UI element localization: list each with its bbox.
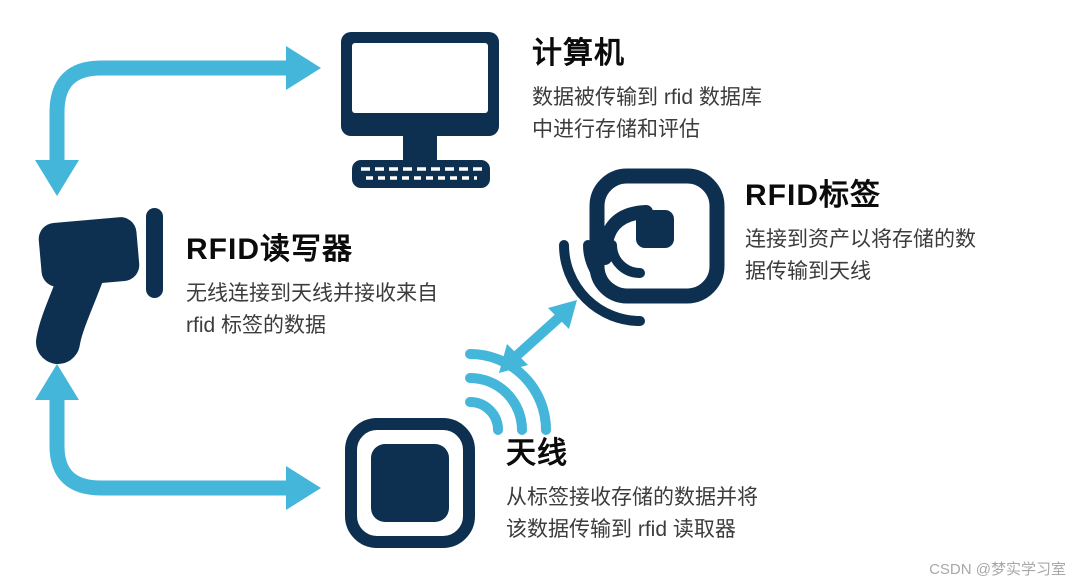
tag-title: RFID标签	[745, 179, 881, 212]
arrow-tag-antenna	[499, 300, 577, 373]
tag-label-group: RFID标签 连接到资产以将存储的数 据传输到天线	[745, 170, 976, 287]
watermark: CSDN @梦实学习室	[929, 561, 1066, 578]
arrow-reader-computer	[35, 46, 321, 196]
rfid-tag-icon	[589, 168, 725, 304]
antenna-title: 天线	[506, 437, 568, 470]
wifi-waves-tag-icon	[559, 240, 645, 326]
wifi-waves-antenna-icon	[465, 349, 551, 435]
reader-desc: 无线连接到天线并接收来自 rfid 标签的数据	[186, 282, 438, 337]
computer-label-group: 计算机 数据被传输到 rfid 数据库 中进行存储和评估	[532, 28, 762, 145]
computer-desc: 数据被传输到 rfid 数据库 中进行存储和评估	[532, 86, 762, 141]
antenna-desc: 从标签接收存储的数据并将 该数据传输到 rfid 读取器	[506, 486, 758, 541]
computer-title: 计算机	[532, 37, 625, 70]
rfid-reader-icon	[36, 208, 163, 364]
computer-monitor-icon	[341, 32, 499, 188]
tag-desc: 连接到资产以将存储的数 据传输到天线	[745, 228, 976, 283]
reader-title: RFID读写器	[186, 233, 353, 266]
reader-label-group: RFID读写器 无线连接到天线并接收来自 rfid 标签的数据	[186, 224, 438, 341]
antenna-icon	[345, 418, 475, 548]
arrow-reader-antenna	[35, 364, 321, 510]
antenna-label-group: 天线 从标签接收存储的数据并将 该数据传输到 rfid 读取器	[506, 428, 758, 545]
